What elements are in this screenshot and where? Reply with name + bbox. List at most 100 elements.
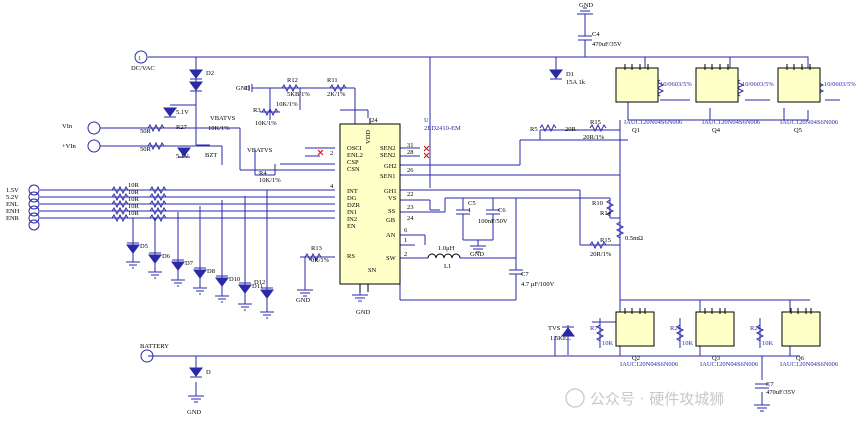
svg-text:1: 1	[138, 55, 141, 62]
port-in-5	[28, 212, 40, 224]
label-r24-a: R24	[670, 325, 682, 332]
gnd-d7	[171, 279, 185, 287]
label-q4-part: IAUC120N04S6N006	[702, 119, 761, 126]
ground-symbols	[126, 7, 770, 412]
label-q1: Q1	[632, 127, 640, 134]
label-r12: R12	[287, 77, 298, 84]
resistor-50r-a	[147, 123, 165, 133]
text-labels: GND C4 470uF/35V DC/VAC GND D2 R12 5KB/1…	[6, 2, 856, 416]
resistor-r24-b	[755, 324, 765, 342]
label-r11-val: 2K/1%	[327, 91, 346, 98]
label-10r-5: 10R	[128, 210, 140, 217]
resistor-r24-a	[675, 324, 685, 342]
label-gnd-bottom: GND	[187, 409, 201, 416]
label-c5-val: 1	[468, 207, 471, 214]
port-in-3	[28, 198, 40, 210]
gnd-c7	[754, 404, 770, 412]
ic-pin-sn: SN	[368, 267, 377, 274]
resistor-r5	[539, 123, 557, 133]
label-q2: Q2	[632, 355, 640, 362]
label-r27: R27	[176, 124, 188, 131]
label-gnd-ic: GND	[356, 309, 370, 316]
port-battery	[140, 349, 154, 363]
label-gate-r1: 10/0603/5%	[660, 81, 692, 88]
resistor-r15	[589, 240, 607, 250]
capacitor-c4	[578, 32, 592, 44]
label-zener-3: BZT	[205, 152, 217, 159]
label-d8: D8	[207, 268, 215, 275]
label-vin-1: VIn	[62, 123, 73, 130]
capacitors	[456, 32, 769, 389]
ic-designator: U	[424, 117, 429, 124]
gnd-d6	[148, 271, 162, 279]
label-c4: C4	[592, 31, 600, 38]
resistor-r12	[281, 83, 299, 93]
zener-d3	[163, 107, 177, 117]
ic-part: 2ED2410-EM	[424, 125, 461, 132]
label-q5: Q5	[794, 127, 802, 134]
label-d1-val: 15A 1k	[566, 79, 586, 86]
label-d11: D11	[252, 283, 263, 290]
ic-vdd: VDD	[365, 130, 372, 144]
capacitor-c6	[486, 208, 500, 222]
mosfet-q4	[695, 67, 739, 103]
ic-pin-an: AN	[386, 232, 396, 239]
resistor-r10	[605, 199, 615, 217]
label-q5-part: IAUC120N04S6N006	[780, 119, 839, 126]
label-vbat-2: VBATVS	[247, 147, 273, 154]
label-zener-1: 5.1V	[176, 109, 189, 116]
resistor-r15-top	[589, 123, 607, 133]
capacitor-c5	[456, 208, 470, 222]
ic-pin-vs: VS	[388, 195, 397, 202]
port-in-6	[28, 219, 40, 231]
label-l1-val: 1.0μH	[438, 245, 455, 252]
label-q4: Q4	[712, 127, 721, 134]
ic-pin-rs: RS	[347, 253, 355, 260]
label-conn-2: 5.2V	[6, 194, 19, 201]
ic-2ed2410	[339, 118, 401, 292]
label-c7b: C7	[766, 381, 774, 388]
no-connect-marks	[317, 145, 430, 159]
label-q6-part: IAUC120N04S6N006	[780, 361, 839, 368]
ic-pin-csn: CSN	[347, 166, 360, 173]
capacitor-c7	[509, 268, 523, 282]
label-r27-val: 10K/1%	[208, 125, 230, 132]
tvs-d11	[238, 284, 252, 294]
label-r12-val: 5KB/1%	[287, 91, 310, 98]
label-50r-b: 50R	[140, 146, 152, 153]
label-d12: D12	[254, 279, 265, 286]
label-r24a-val: 10K	[682, 340, 694, 347]
ic-pin-dzr: DZR	[347, 202, 361, 209]
gnd-ic	[352, 294, 368, 302]
gnd-mid	[245, 84, 260, 92]
mosfet-q2	[615, 311, 655, 347]
label-d5: D5	[140, 243, 148, 250]
ic-pin-en: EN	[347, 223, 356, 230]
label-vbat-1: VBATVS	[210, 115, 236, 122]
resistor-10r-2	[111, 192, 129, 202]
resistor-r13	[304, 252, 322, 262]
label-tvs-val: 1.5KE...	[550, 335, 572, 342]
diodes	[126, 69, 575, 378]
port-vin-a	[87, 121, 101, 135]
ic-pin-gb: GB	[386, 217, 396, 224]
label-c5: C5	[468, 200, 476, 207]
gnd-bottom	[188, 395, 204, 403]
label-r15-top: R15	[590, 119, 601, 126]
ic-pinnum-l1: 2	[330, 150, 333, 157]
label-r13: R13	[311, 245, 322, 252]
gnd-d5	[126, 261, 140, 269]
label-r11: R11	[327, 77, 338, 84]
label-q3-part: IAUC120N04S6N006	[700, 361, 759, 368]
label-battery: BATTERY	[140, 343, 169, 350]
ic-pin-csp: CSP	[347, 159, 359, 166]
label-zener-2: 5.1V	[176, 153, 189, 160]
label-r13-val: 0R/1%	[311, 257, 330, 264]
ic-pinnum-b2: 1	[404, 237, 407, 244]
label-10r-3: 10R	[128, 196, 140, 203]
resistor-10r-group	[149, 185, 167, 223]
label-d2: D2	[206, 70, 214, 77]
gnd-d11	[238, 303, 252, 311]
resistor-10r-4	[111, 206, 129, 216]
